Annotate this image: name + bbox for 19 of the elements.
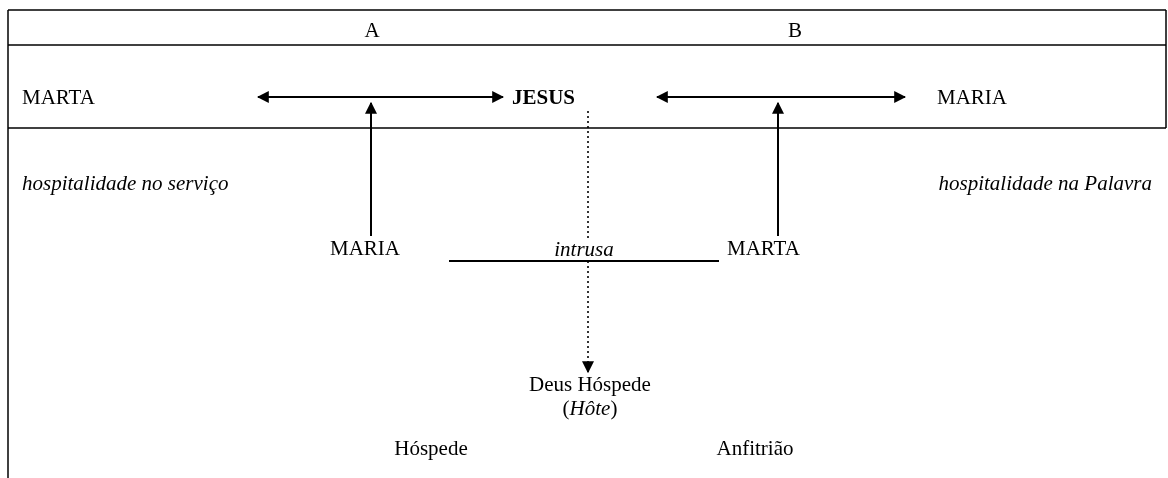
name-label: MARIA: [330, 236, 449, 262]
column-header: A: [364, 18, 380, 42]
annotation-text: Anfitrião: [716, 436, 794, 460]
dotted-arrow: [582, 110, 594, 374]
annotation-text: hospitalidade na Palavra: [938, 171, 1152, 195]
arrow: [655, 91, 907, 103]
name-label: JESUS: [503, 85, 657, 111]
name-label: Deus Hóspede (Hôte): [515, 372, 665, 422]
name-label: MARTA: [719, 236, 827, 262]
edge-label: intrusa: [552, 239, 616, 259]
annotation-text: Hóspede: [394, 436, 468, 460]
name-label: MARTA: [22, 85, 122, 111]
arrow: [772, 101, 784, 237]
annotation-text: hospitalidade no serviço: [22, 171, 229, 195]
arrow: [256, 91, 505, 103]
arrow: [365, 101, 377, 237]
column-header: B: [788, 18, 802, 42]
connector-line: [448, 260, 720, 262]
name-label: MARIA: [905, 85, 1015, 111]
